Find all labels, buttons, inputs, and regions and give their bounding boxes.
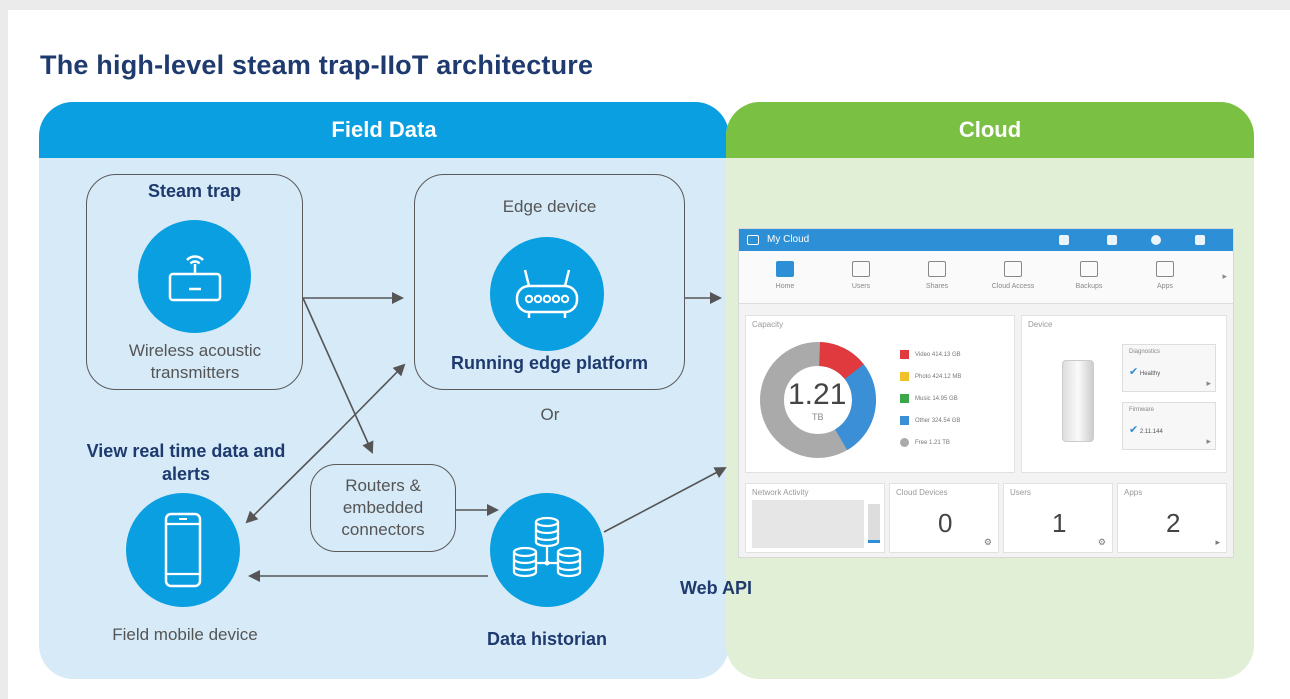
edge-device-title: Edge device xyxy=(502,197,597,216)
nav-shares[interactable]: Shares xyxy=(907,257,967,290)
steam-trap-title: Steam trap xyxy=(147,181,242,201)
gear-icon[interactable]: ⚙ xyxy=(1097,537,1106,547)
device-label: Device xyxy=(1028,320,1053,329)
arrow-to-edge xyxy=(329,363,406,441)
bell-icon xyxy=(1107,235,1117,245)
users-label: Users xyxy=(1010,488,1031,497)
capacity-unit: TB xyxy=(812,412,824,422)
users-tile: Users 1 ⚙ xyxy=(1003,483,1113,553)
legend-music: Music 14.95 GB xyxy=(900,394,958,404)
apps-tile: Apps 2 ▸ xyxy=(1117,483,1227,553)
cloud-access-icon xyxy=(1004,261,1022,277)
capacity-donut xyxy=(760,342,876,459)
edge-device-circle xyxy=(490,237,604,351)
capacity-label: Capacity xyxy=(752,320,784,329)
users-value: 1 xyxy=(1052,508,1067,538)
steam-trap-caption: Wireless acoustic transmitters xyxy=(128,341,262,382)
firmware-value: ✔ 2.11.144 xyxy=(1129,424,1163,436)
firmware-arrow-icon: ▸ xyxy=(1206,436,1211,446)
dashboard-topbar: My Cloud xyxy=(739,229,1233,251)
nav-backups[interactable]: Backups xyxy=(1059,257,1119,290)
cloud-dashboard-screenshot: My Cloud Home Users Shares Cloud Access … xyxy=(738,228,1234,558)
arrow-historian-to-cloud xyxy=(603,467,727,533)
or-label: Or xyxy=(540,405,560,424)
legend-photo: Photo 424.12 MB xyxy=(900,372,961,382)
help-icon xyxy=(1151,235,1161,245)
nav-apps[interactable]: Apps xyxy=(1135,257,1195,290)
web-api-label: Web API xyxy=(680,578,753,598)
nav-users[interactable]: Users xyxy=(831,257,891,290)
cloud-devices-tile: Cloud Devices 0 ⚙ xyxy=(889,483,999,553)
backups-icon xyxy=(1080,261,1098,277)
diagnostics-card[interactable]: Diagnostics ✔ Healthy ▸ xyxy=(1122,344,1216,392)
diagnostics-label: Diagnostics xyxy=(1129,349,1161,355)
view-realtime-label: View real time data and alerts xyxy=(86,441,286,484)
home-icon xyxy=(776,261,794,277)
diagnostics-arrow-icon: ▸ xyxy=(1206,378,1211,388)
page-title: The high-level steam trap-IIoT architect… xyxy=(40,50,594,80)
field-mobile-label: Field mobile device xyxy=(112,625,258,644)
nav-next-icon[interactable]: ▸ xyxy=(1222,271,1227,281)
nas-device-image xyxy=(1062,360,1094,442)
cloud-devices-value: 0 xyxy=(938,508,953,538)
diagnostics-value: ✔ Healthy xyxy=(1129,366,1161,378)
apps-icon xyxy=(1156,261,1174,277)
capacity-tile: Capacity 1.21 TB Video 414.13 GB Photo 4… xyxy=(745,315,1015,473)
edge-router-icon xyxy=(515,269,579,318)
shares-icon xyxy=(928,261,946,277)
nav-cloud-access[interactable]: Cloud Access xyxy=(983,257,1043,290)
device-tile: Device Diagnostics ✔ Healthy ▸ Firmware … xyxy=(1021,315,1227,473)
dashboard-app-title: My Cloud xyxy=(767,234,810,245)
routers-box xyxy=(310,464,456,552)
routers-label: Routers & embedded connectors xyxy=(341,476,425,539)
network-label: Network Activity xyxy=(752,488,809,497)
users-icon xyxy=(852,261,870,277)
dashboard-nav: Home Users Shares Cloud Access Backups A… xyxy=(739,251,1233,304)
network-activity-tile: Network Activity xyxy=(745,483,885,553)
check-icon: ✔ xyxy=(1129,366,1139,378)
apps-value: 2 xyxy=(1166,508,1181,538)
cloud-header: Cloud xyxy=(726,102,1254,158)
usb-icon xyxy=(1059,235,1069,245)
database-icon xyxy=(512,516,582,578)
field-data-header: Field Data xyxy=(39,102,729,158)
capacity-value: 1.21 xyxy=(788,378,847,411)
smartphone-icon xyxy=(164,512,202,588)
mobile-circle xyxy=(126,493,240,607)
edge-device-caption: Running edge platform xyxy=(451,353,648,373)
apps-arrow-icon[interactable]: ▸ xyxy=(1215,537,1220,547)
user-icon xyxy=(1195,235,1205,245)
steam-trap-circle xyxy=(138,220,251,333)
legend-video: Video 414.13 GB xyxy=(900,350,961,360)
gear-icon[interactable]: ⚙ xyxy=(983,537,992,547)
firmware-label: Firmware xyxy=(1129,407,1154,413)
data-historian-label: Data historian xyxy=(486,629,608,649)
network-graph xyxy=(752,500,864,548)
check-icon: ✔ xyxy=(1129,424,1139,436)
arrow-trap-to-routers xyxy=(302,297,374,454)
legend-free: Free 1.21 TB xyxy=(900,438,950,448)
cloud-logo-icon xyxy=(747,235,759,245)
historian-circle xyxy=(490,493,604,607)
nav-home[interactable]: Home xyxy=(755,257,815,290)
network-bar xyxy=(868,504,880,543)
apps-label: Apps xyxy=(1124,488,1143,497)
router-icon xyxy=(168,254,221,301)
cloud-devices-label: Cloud Devices xyxy=(896,488,948,497)
edge-device-box xyxy=(414,174,685,390)
steam-trap-box xyxy=(86,174,303,390)
firmware-card[interactable]: Firmware ✔ 2.11.144 ▸ xyxy=(1122,402,1216,450)
legend-other: Other 324.54 GB xyxy=(900,416,960,426)
arrow-to-mobile xyxy=(245,439,331,524)
